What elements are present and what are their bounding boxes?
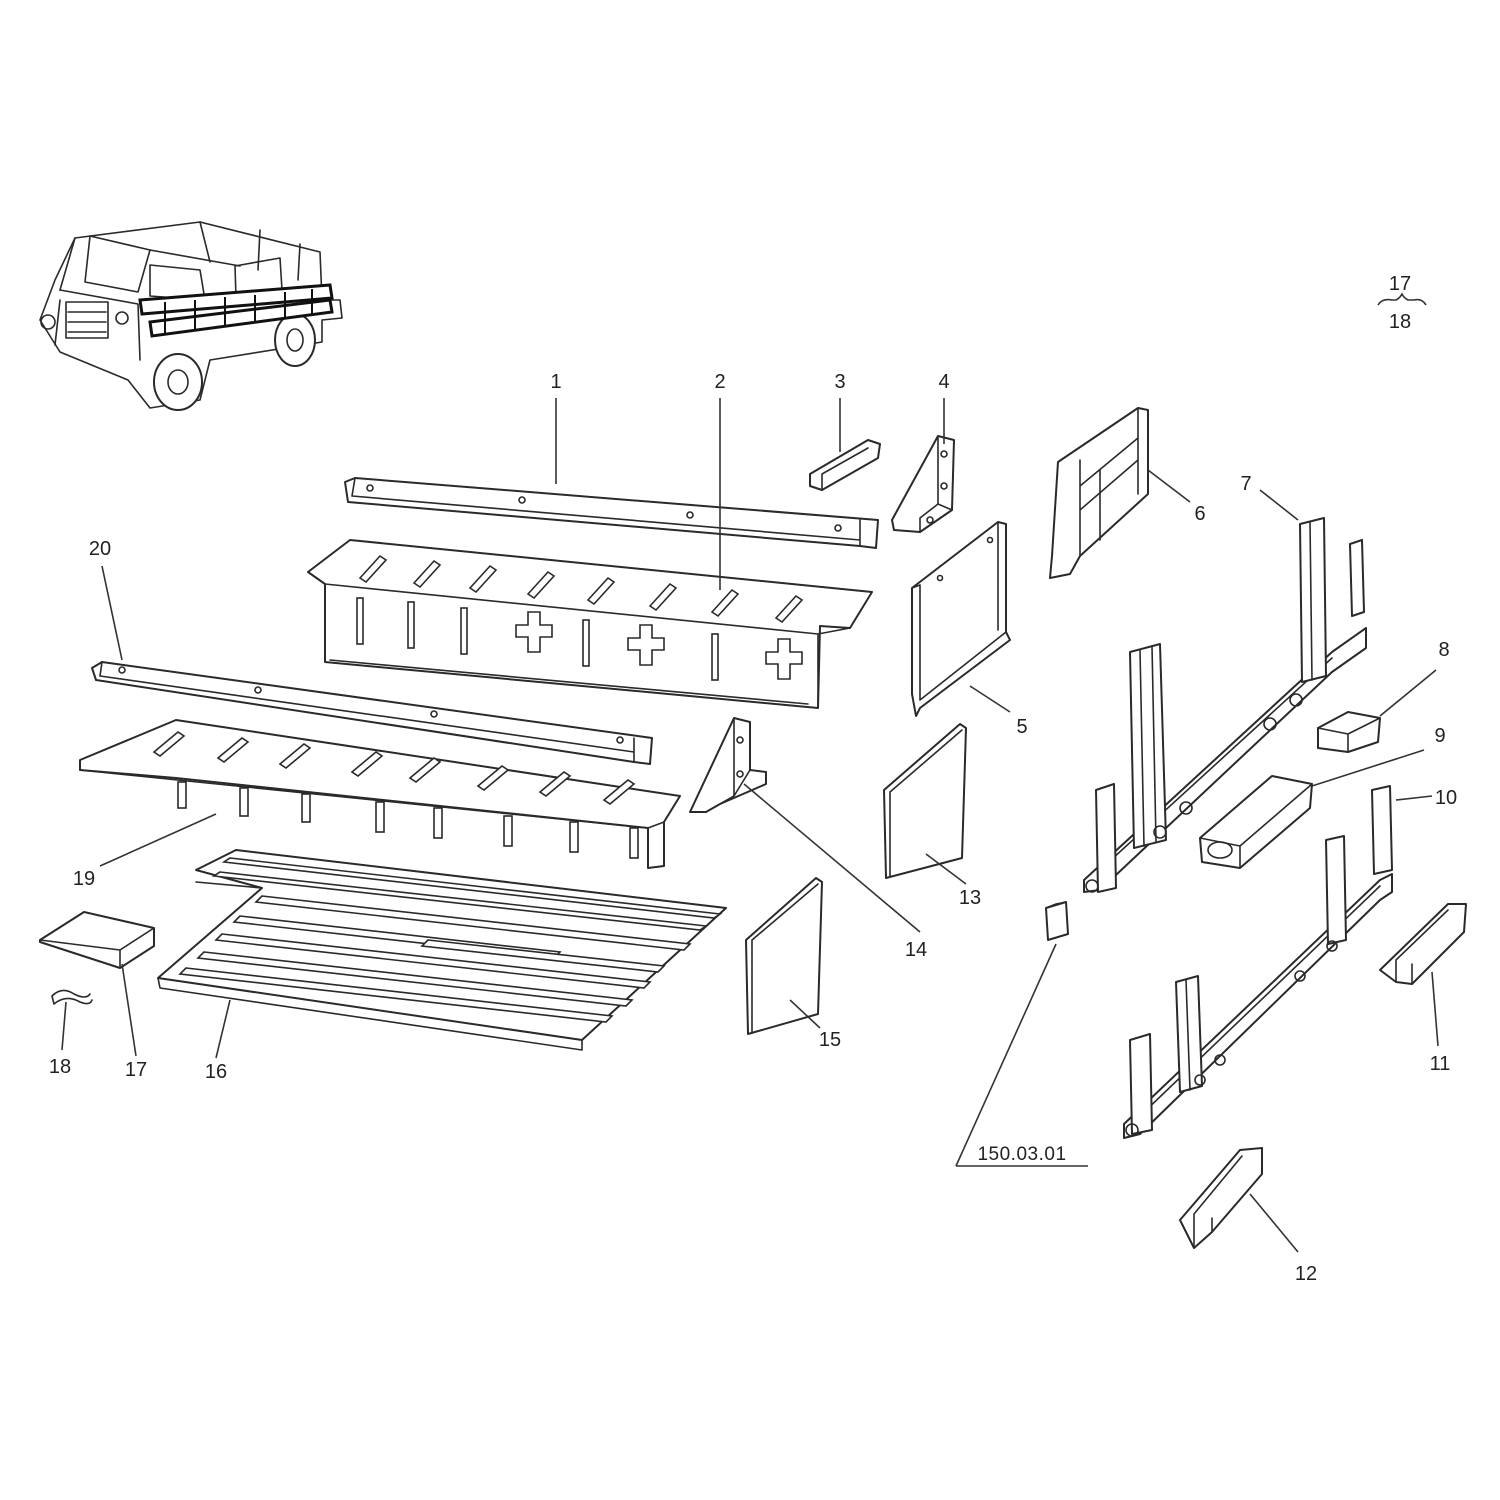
vehicle-thumbnail	[39, 221, 343, 411]
callout-14: 14	[905, 939, 927, 961]
callout-2: 2	[714, 371, 725, 393]
callout-9: 9	[1434, 725, 1445, 747]
callout-13: 13	[959, 887, 981, 909]
part-16-floor-panel	[157, 849, 727, 1051]
part-12-channel	[1179, 1147, 1263, 1249]
callout-11: 11	[1430, 1053, 1451, 1075]
part-5-cross-panel	[911, 521, 1011, 717]
callout-17: 17	[125, 1059, 147, 1081]
part-19-lower-channel	[79, 719, 681, 869]
callout-15: 15	[819, 1029, 841, 1051]
callout-8: 8	[1438, 639, 1449, 661]
callout-5: 5	[1016, 716, 1027, 738]
callout-16: 16	[205, 1061, 227, 1083]
sheet-ref-bottom: 18	[1389, 311, 1411, 333]
part-4-gusset	[891, 435, 955, 533]
callout-labels: 1 2 3 4 5 6 7 8 9 10 11 12 13 14 15 16 1…	[49, 371, 1457, 1285]
callout-20: 20	[89, 538, 111, 560]
part-1-upper-rail	[344, 477, 879, 549]
part-10-lower-frame	[1123, 785, 1393, 1139]
callout-4: 4	[938, 371, 949, 393]
part-6-end-bracket	[1049, 407, 1149, 579]
leader-lines	[61, 398, 1439, 1253]
upper-channel-slots	[358, 554, 804, 624]
callout-7: 7	[1240, 473, 1251, 495]
callout-3: 3	[834, 371, 845, 393]
part-3-bracket	[809, 439, 881, 491]
callout-12: 12	[1295, 1263, 1317, 1285]
part-13-plate	[883, 723, 967, 879]
part-2-upper-channel	[307, 539, 873, 709]
callout-6: 6	[1194, 503, 1205, 525]
part-8-cap	[1317, 711, 1381, 753]
sheet-ref-top: 17	[1389, 273, 1411, 295]
part-17-cover	[39, 911, 155, 969]
callout-18: 18	[49, 1056, 71, 1078]
part-20-lower-rail	[91, 661, 653, 765]
small-block-part	[1045, 901, 1069, 941]
sheet-reference: 17 18	[1377, 273, 1427, 333]
reference-code: 150.03.01	[977, 1144, 1066, 1165]
lower-channel-slots	[152, 731, 636, 805]
part-15-plate	[745, 877, 823, 1035]
callout-1: 1	[550, 371, 561, 393]
callout-19: 19	[73, 868, 95, 890]
part-9-block	[1199, 775, 1313, 869]
callout-10: 10	[1435, 787, 1457, 809]
part-18-clip	[51, 989, 93, 1005]
part-7-right-frame	[1083, 517, 1367, 893]
part-11-channel	[1379, 903, 1467, 985]
part-14-gusset	[689, 717, 767, 813]
